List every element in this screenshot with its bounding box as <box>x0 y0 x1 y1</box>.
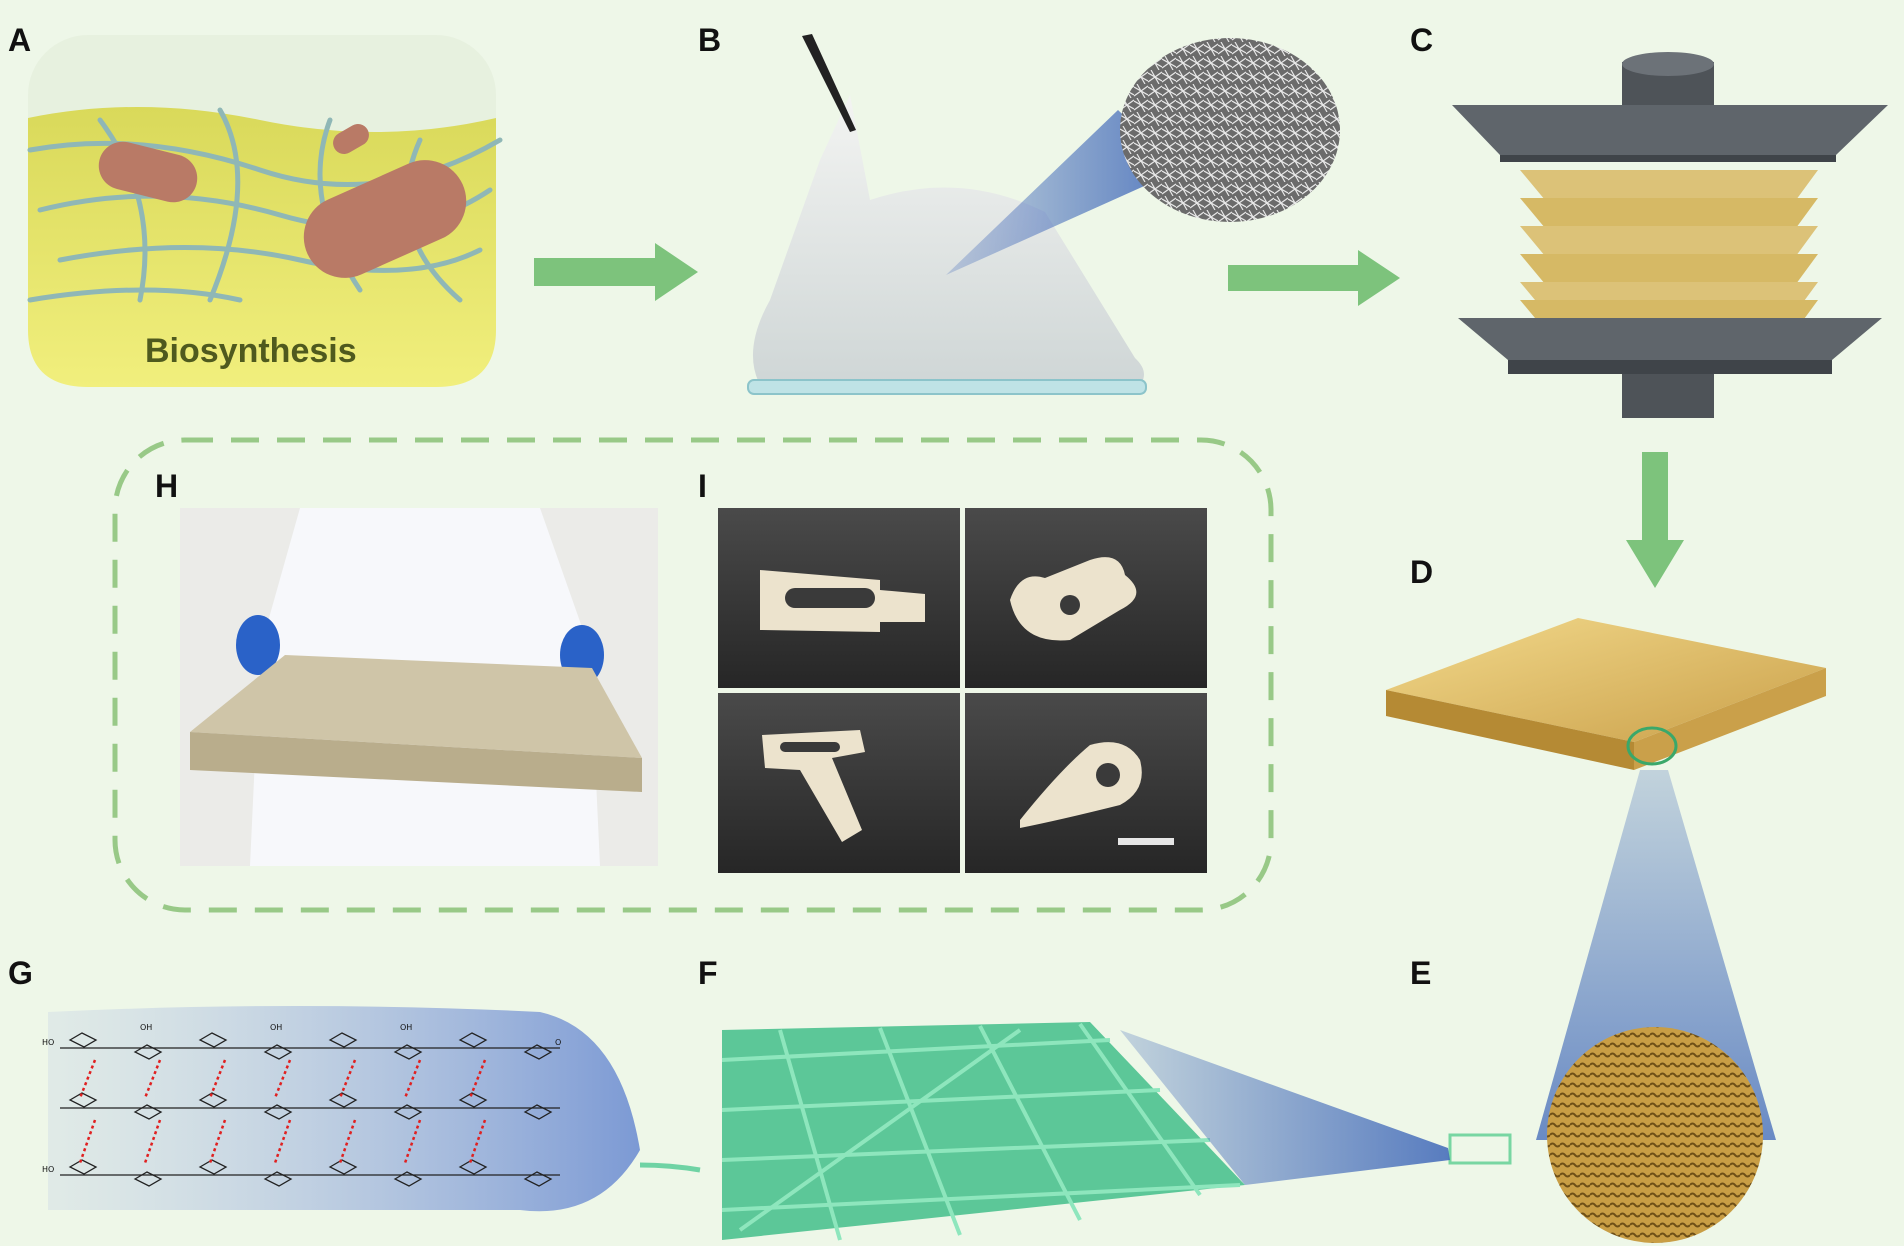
arrow-c-to-d <box>1626 452 1684 588</box>
panel-label-f: F <box>698 955 718 991</box>
scale-bar <box>1118 838 1174 845</box>
hydroxyl-label-top-1: OH <box>140 1023 152 1032</box>
panel-label-b: B <box>698 22 722 58</box>
hydroxyl-label-left-1: HO <box>42 1038 54 1047</box>
panel-c-hot-press <box>1452 52 1888 418</box>
applications-dashed-frame <box>112 437 1274 913</box>
panel-label-d: D <box>1410 554 1434 590</box>
glucose-chains <box>60 1032 560 1187</box>
sem-fiber-network <box>1120 38 1340 222</box>
panel-label-c: C <box>1410 22 1434 58</box>
hydroxyl-label-top-3: OH <box>400 1023 412 1032</box>
tweezers <box>802 34 856 132</box>
panel-i-machined-parts <box>718 508 1207 873</box>
panel-label-g: G <box>8 955 33 991</box>
ring-oxygen-label: O <box>555 1038 561 1047</box>
stacked-gel-layers <box>1520 170 1818 330</box>
arrow-b-to-c <box>1228 250 1400 306</box>
panel-h-large-board-photo <box>180 508 658 866</box>
nanofiber-strands <box>721 1022 1241 1241</box>
bacteria-cells <box>98 124 467 278</box>
panel-label-a: A <box>8 22 32 58</box>
panel-label-h: H <box>155 468 179 504</box>
board-top <box>190 655 642 758</box>
panel-a-biosynthesis-illustration: Biosynthesis <box>27 35 503 388</box>
panel-b-hydrogel <box>747 34 1340 395</box>
left-glove <box>236 615 280 675</box>
panel-g-cellulose-chains: HO HO OH OH OH O <box>42 1006 701 1212</box>
part-l-bracket <box>762 730 865 842</box>
panel-label-e: E <box>1410 955 1432 991</box>
panel-e-layered-structure <box>1448 1027 1763 1243</box>
zoom-cone-e-to-f <box>1120 1030 1450 1185</box>
arrow-a-to-b <box>534 243 698 301</box>
hydrogen-bonds <box>78 1059 487 1164</box>
board-edge <box>190 732 642 792</box>
biosynthesis-caption: Biosynthesis <box>145 332 357 370</box>
panel-label-i: I <box>698 468 707 504</box>
hydroxyl-label-left-2: HO <box>42 1165 54 1174</box>
hydroxyl-label-top-2: OH <box>270 1023 282 1032</box>
panel-f-nanofiber-network <box>721 1022 1450 1241</box>
zoom-cone <box>946 110 1180 275</box>
